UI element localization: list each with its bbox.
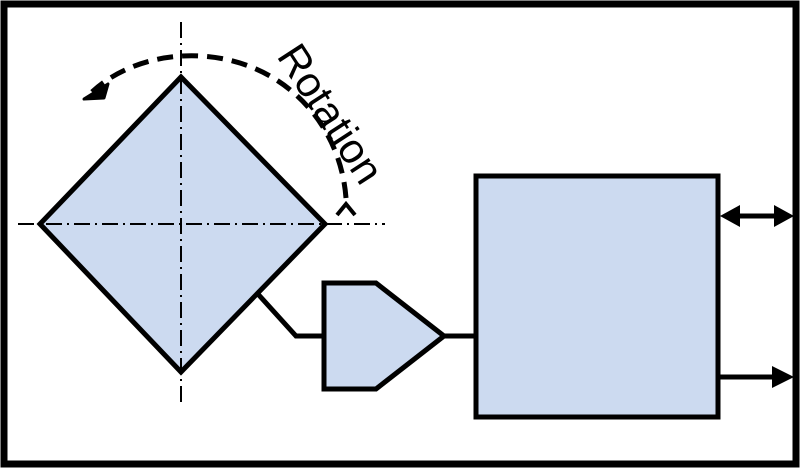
center-crosshair xyxy=(18,22,385,402)
rotation-arrowhead-left xyxy=(82,82,110,101)
amplifier-block xyxy=(321,280,449,392)
rotation-arc xyxy=(90,53,349,199)
processor-block xyxy=(473,173,721,420)
output-arrow xyxy=(718,366,794,388)
rotation-chevron xyxy=(335,200,357,217)
bidirectional-arrow xyxy=(720,205,794,227)
wire-sensor-to-amp xyxy=(255,291,324,339)
